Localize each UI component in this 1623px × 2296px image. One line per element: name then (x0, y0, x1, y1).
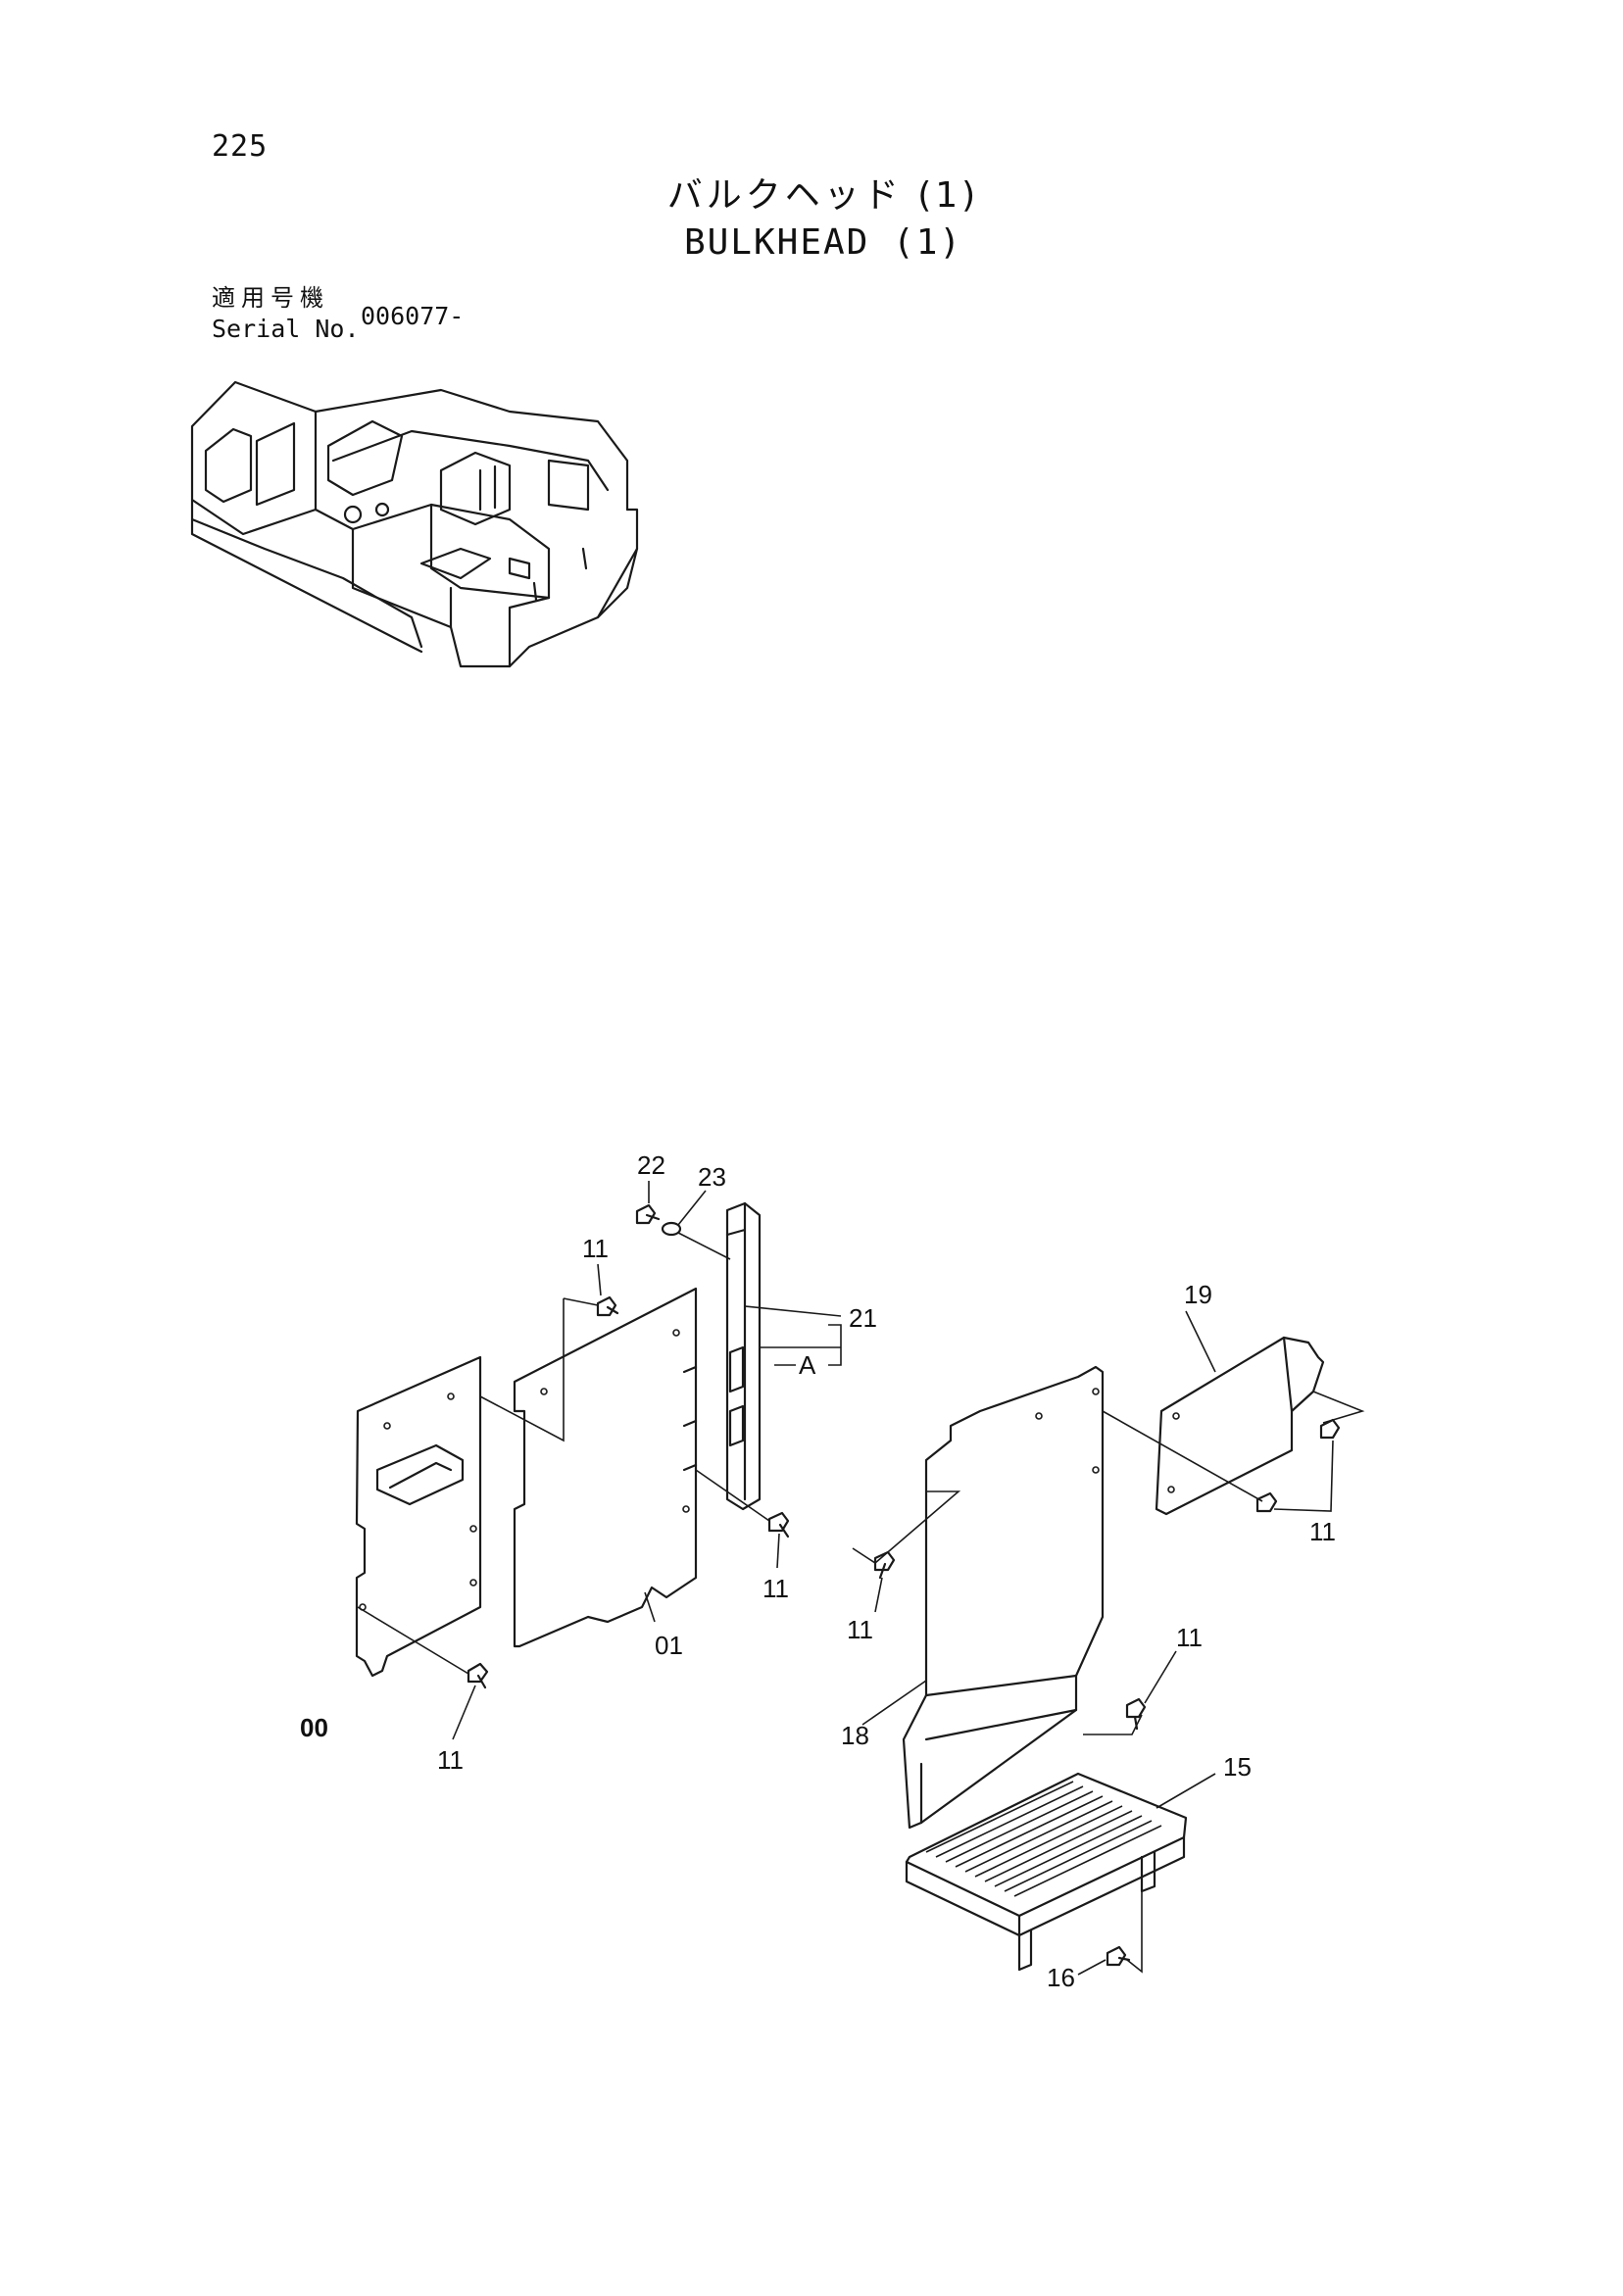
bolt-11-a (596, 1295, 619, 1317)
callout-22: 22 (637, 1150, 665, 1180)
callout-00: 00 (300, 1713, 328, 1742)
washer-23 (661, 1221, 682, 1237)
bolt-16 (1106, 1945, 1131, 1967)
title-block: バルクヘッド (1) BULKHEAD (1) (549, 172, 1098, 267)
title-japanese: バルクヘッド (1) (666, 175, 980, 216)
serial-label-block: 適用号機 Serial No. (212, 282, 360, 345)
callout-15: 15 (1223, 1752, 1252, 1782)
callout-A: A (799, 1350, 816, 1380)
serial-label-japanese: 適用号機 (212, 284, 329, 312)
callout-16: 16 (1047, 1963, 1075, 1992)
part-00-cover-panel (355, 1355, 482, 1678)
excavator-thumbnail (190, 380, 639, 668)
bolt-11-f (1125, 1697, 1147, 1731)
part-15-step-grating (905, 1772, 1188, 1972)
part-18-bulkhead-panel (902, 1365, 1105, 1830)
callout-19: 19 (1184, 1280, 1212, 1309)
bolt-11-c (467, 1662, 489, 1689)
bolt-11-e (1255, 1418, 1341, 1513)
callout-11-lower-right: 11 (1176, 1623, 1203, 1652)
part-21-bracket (725, 1201, 762, 1511)
page-number: 225 (212, 129, 269, 164)
serial-number-value: 006077- (361, 302, 465, 330)
callout-01: 01 (655, 1631, 683, 1660)
serial-label-english: Serial No. (212, 315, 360, 343)
leader-lines (357, 1181, 1365, 1976)
callout-11-right: 11 (1309, 1517, 1336, 1546)
callout-18: 18 (841, 1721, 869, 1750)
bolt-11-d (873, 1550, 896, 1580)
title-english: BULKHEAD (1) (683, 222, 963, 263)
callout-21: 21 (849, 1303, 877, 1333)
callout-23: 23 (698, 1162, 726, 1192)
callout-11-middle: 11 (762, 1574, 789, 1603)
callout-11-bottom-left: 11 (437, 1745, 464, 1775)
callout-11-top: 11 (582, 1234, 609, 1263)
bolt-22 (635, 1203, 661, 1225)
part-01-partition-panel (513, 1287, 698, 1648)
bolt-11-b (767, 1511, 790, 1539)
part-19-upper-cover (1155, 1336, 1325, 1516)
callout-11-bulkhead: 11 (847, 1615, 873, 1644)
